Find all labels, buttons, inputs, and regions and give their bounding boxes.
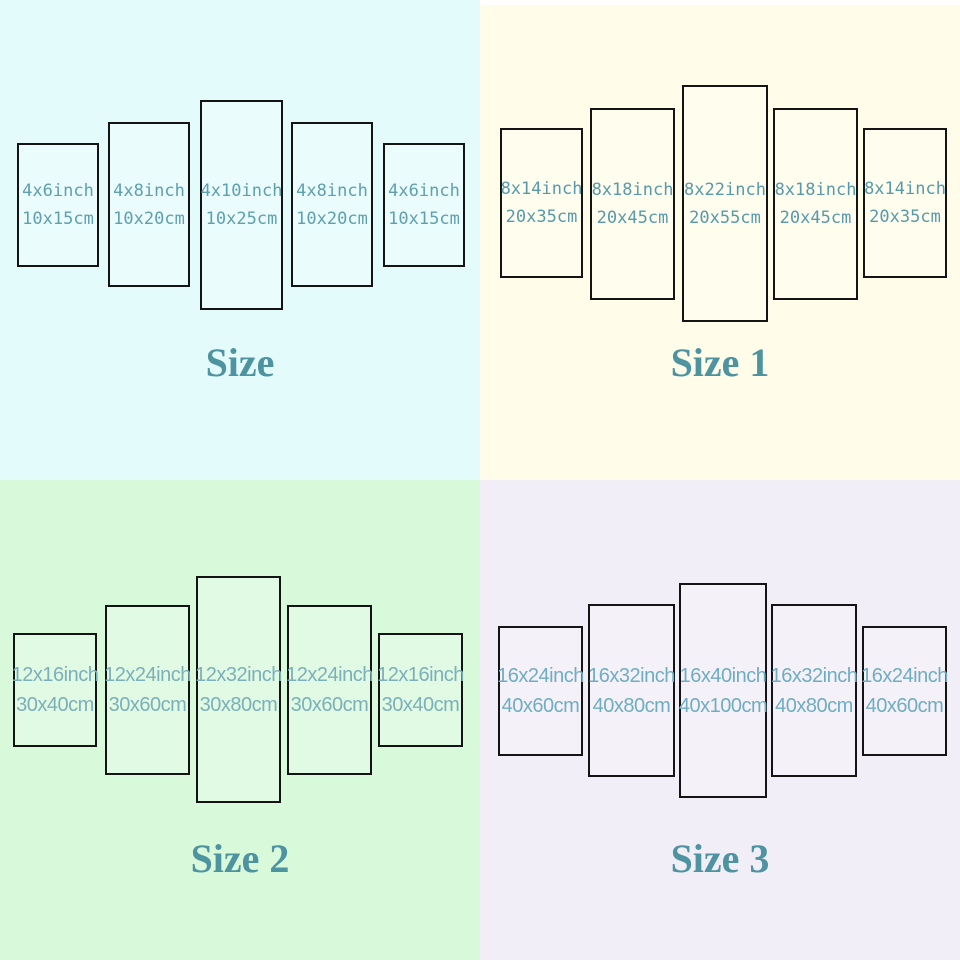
panel-size-label: 8x14inch 20x35cm [864, 175, 946, 231]
panel-rect: 8x18inch 20x45cm [773, 108, 858, 300]
size-inch: 12x16inch [11, 664, 99, 686]
panel-size-label: 16x24inch 40x60cm [497, 661, 584, 721]
quadrant-title: Size 2 [190, 836, 290, 881]
panel-rect: 8x18inch 20x45cm [590, 108, 675, 300]
quadrant-size: 4x6inch 10x15cm 4x8inch 10x20cm 4x10inch… [0, 0, 480, 480]
quadrant-size-1: 8x14inch 20x35cm 8x18inch 20x45cm 8x22in… [480, 0, 960, 480]
panel-size-label: 4x10inch 10x25cm [201, 177, 283, 233]
size-inch: 8x18inch [591, 180, 674, 200]
panel-rect: 12x16inch 30x40cm [377, 633, 464, 747]
panel-size-label: 8x18inch 20x45cm [775, 176, 857, 232]
panel-rect: 4x8inch 10x20cm [291, 122, 373, 287]
size-inch: 8x22inch [684, 179, 766, 200]
size-cm: 10x20cm [113, 208, 185, 229]
size-inch: 12x24inch [104, 664, 191, 686]
panel-rect: 4x6inch 10x15cm [383, 143, 465, 267]
size-inch: 8x18inch [774, 180, 857, 200]
panel-size-label: 4x6inch 10x15cm [22, 177, 94, 233]
panel-rect: 4x6inch 10x15cm [17, 143, 99, 267]
quadrant-title: Size 1 [670, 340, 770, 385]
panel-size-label: 16x32inch 40x80cm [771, 661, 858, 721]
panel-size-label: 8x18inch 20x45cm [592, 176, 674, 232]
panel-rect: 16x32inch 40x80cm [588, 604, 675, 777]
size-inch: 4x8inch [296, 180, 368, 201]
panel-size-label: 4x8inch 10x20cm [113, 177, 185, 233]
size-cm: 20x35cm [505, 207, 578, 227]
panel-rect: 12x32inch 30x80cm [195, 576, 282, 803]
size-cm: 30x40cm [381, 694, 460, 716]
quadrant-title: Size 3 [670, 836, 770, 881]
size-cm: 20x55cm [689, 207, 761, 228]
size-inch: 12x16inch [377, 664, 464, 686]
size-inch: 16x24inch [497, 665, 584, 687]
size-inch: 16x24inch [861, 665, 948, 687]
panel-rect: 12x24inch 30x60cm [104, 605, 191, 775]
size-cm: 20x45cm [779, 208, 852, 228]
size-cm: 30x60cm [108, 694, 187, 716]
size-inch: 4x8inch [113, 180, 185, 201]
panel-rect: 4x8inch 10x20cm [108, 122, 190, 287]
size-cm: 10x15cm [22, 209, 94, 229]
panel-size-label: 4x6inch 10x15cm [388, 177, 460, 233]
panel-rect: 8x14inch 20x35cm [500, 128, 583, 278]
panel-size-label: 12x16inch 30x40cm [377, 660, 464, 720]
size-cm: 40x80cm [775, 694, 853, 717]
quadrant-size-3: 16x24inch 40x60cm 16x32inch 40x80cm 16x4… [480, 480, 960, 960]
size-inch: 16x32inch [588, 664, 675, 687]
size-cm: 30x80cm [199, 693, 278, 716]
size-cm: 40x80cm [592, 694, 671, 717]
panel-rect: 8x22inch 20x55cm [682, 85, 768, 322]
panel-size-label: 4x8inch 10x20cm [296, 177, 368, 233]
panel-rect: 16x24inch 40x60cm [497, 626, 584, 756]
size-cm: 10x20cm [296, 208, 368, 229]
panel-size-label: 16x24inch 40x60cm [861, 661, 948, 721]
panel-size-label: 12x32inch 30x80cm [195, 660, 282, 720]
size-cm: 20x35cm [869, 207, 941, 227]
size-cm: 20x45cm [596, 208, 669, 228]
size-inch: 4x6inch [388, 181, 460, 201]
quadrant-title: Size [205, 340, 275, 385]
size-inch: 8x14inch [500, 179, 583, 199]
size-inch: 16x32inch [770, 664, 858, 687]
panel-rect: 4x10inch 10x25cm [200, 100, 283, 310]
size-cm: 30x40cm [16, 694, 94, 716]
panel-rect: 12x24inch 30x60cm [286, 605, 373, 775]
size-inch: 16x40inch [679, 664, 767, 687]
panel-size-label: 12x24inch 30x60cm [286, 660, 373, 720]
panel-size-label: 8x14inch 20x35cm [501, 175, 583, 231]
panel-rect: 16x40inch 40x100cm [678, 583, 768, 798]
size-cm: 10x15cm [388, 209, 460, 229]
size-cm: 40x60cm [501, 695, 580, 717]
panel-size-label: 8x22inch 20x55cm [684, 176, 766, 232]
size-cm: 40x100cm [678, 694, 768, 717]
white-strip [480, 0, 960, 5]
size-inch: 4x10inch [200, 181, 283, 201]
size-inch: 12x32inch [195, 663, 282, 686]
panel-rect: 8x14inch 20x35cm [863, 128, 947, 278]
quadrant-size-2: 12x16inch 30x40cm 12x24inch 30x60cm 12x3… [0, 480, 480, 960]
panel-size-label: 12x16inch 30x40cm [12, 660, 99, 720]
panel-size-label: 16x40inch 40x100cm [678, 661, 768, 721]
size-inch: 12x24inch [286, 664, 373, 686]
size-inch: 4x6inch [22, 181, 94, 201]
size-cm: 10x25cm [205, 209, 278, 229]
size-inch: 8x14inch [864, 179, 946, 199]
panel-rect: 16x24inch 40x60cm [861, 626, 948, 756]
size-cm: 40x60cm [865, 695, 944, 717]
size-cm: 30x60cm [290, 694, 369, 716]
panel-size-label: 16x32inch 40x80cm [588, 661, 675, 721]
panel-size-label: 12x24inch 30x60cm [104, 660, 191, 720]
panel-rect: 16x32inch 40x80cm [771, 604, 858, 777]
panel-rect: 12x16inch 30x40cm [12, 633, 99, 747]
